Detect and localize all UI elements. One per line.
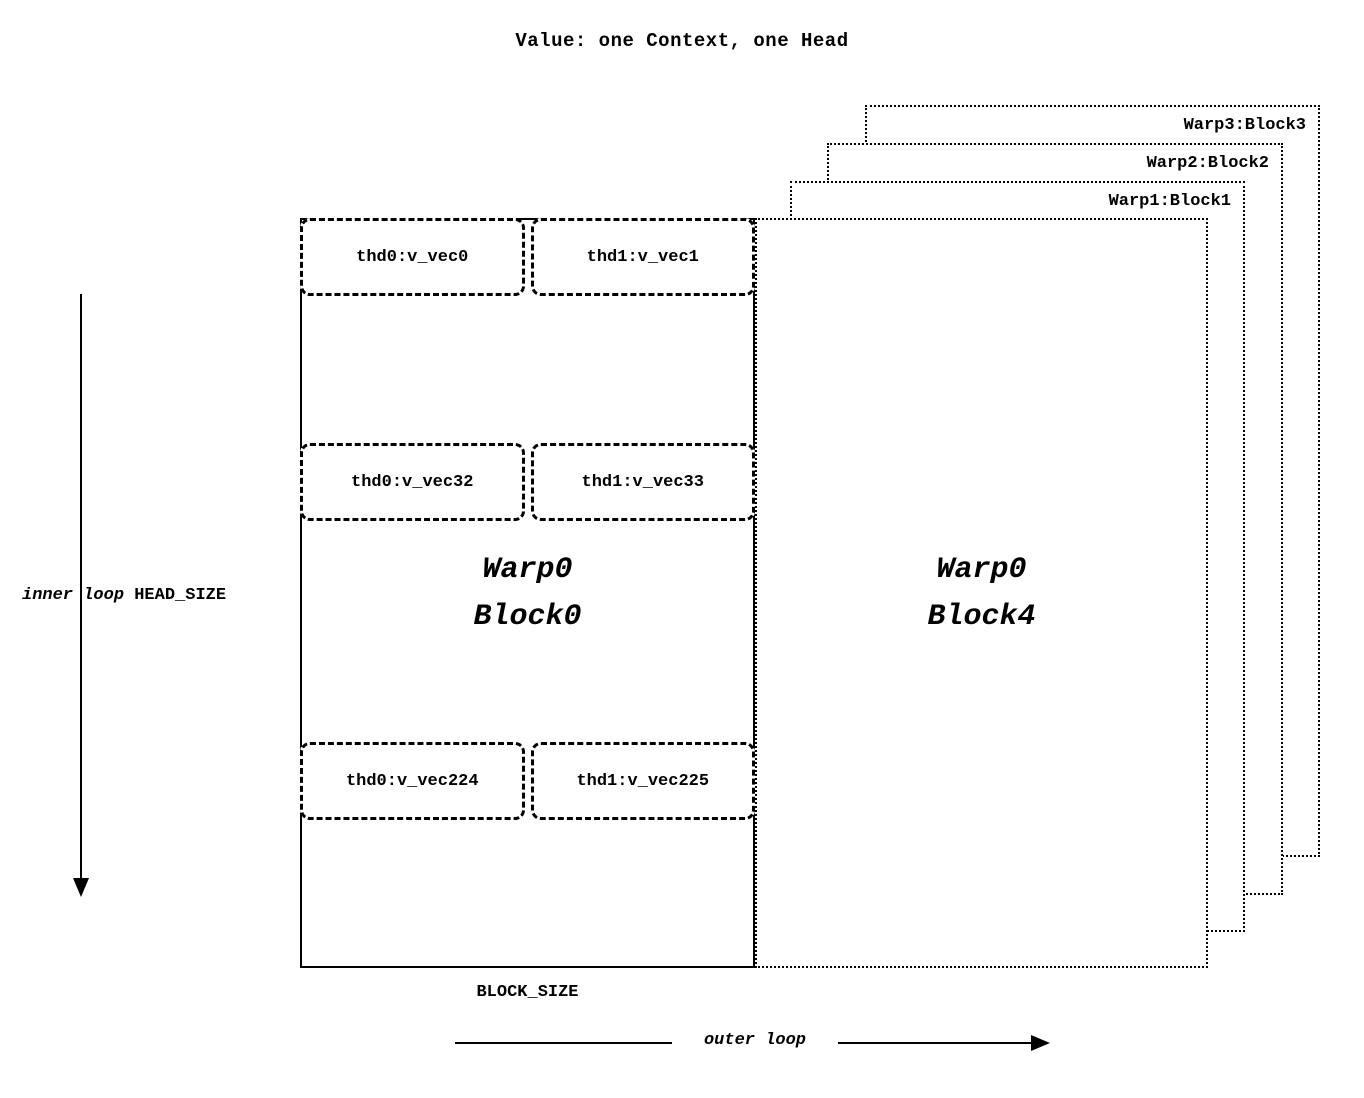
inner-loop-arrow-line bbox=[80, 294, 82, 880]
inner-loop-axis-label: inner loop HEAD_SIZE bbox=[22, 586, 226, 605]
thread-row-0: thd0:v_vec0 thd1:v_vec1 bbox=[300, 218, 755, 296]
block-warp3-block3-label: Warp3:Block3 bbox=[1183, 116, 1306, 135]
inner-loop-arrowhead-icon bbox=[73, 878, 89, 897]
diagram-title: Value: one Context, one Head bbox=[515, 30, 849, 52]
thread-cell-thd1-vvec1: thd1:v_vec1 bbox=[530, 218, 755, 296]
block-warp0-block0-label-line2: Block0 bbox=[473, 600, 582, 634]
block-warp0-block4-label: Warp0 Block4 bbox=[757, 547, 1206, 641]
thread-cell-thd1-vvec225: thd1:v_vec225 bbox=[530, 742, 755, 820]
block-warp1-block1-label: Warp1:Block1 bbox=[1108, 192, 1231, 211]
block-warp0-block0: Warp0 Block0 bbox=[300, 218, 755, 968]
thread-cell-thd0-vvec32: thd0:v_vec32 bbox=[300, 443, 525, 521]
block-warp0-block4-label-line1: Warp0 bbox=[936, 553, 1027, 587]
thread-row-1: thd0:v_vec32 thd1:v_vec33 bbox=[300, 443, 755, 521]
thread-cell-thd0-vvec0: thd0:v_vec0 bbox=[300, 218, 525, 296]
block-warp0-block0-label: Warp0 Block0 bbox=[302, 547, 753, 641]
inner-loop-label: inner loop bbox=[22, 586, 125, 605]
block-warp0-block4-label-line2: Block4 bbox=[927, 600, 1036, 634]
head-size-label: HEAD_SIZE bbox=[134, 586, 227, 605]
block-warp2-block2-label: Warp2:Block2 bbox=[1146, 154, 1269, 173]
outer-loop-label: outer loop bbox=[672, 1031, 838, 1050]
block-warp0-block0-label-line1: Warp0 bbox=[482, 553, 573, 587]
block-size-label: BLOCK_SIZE bbox=[476, 983, 579, 1002]
thread-cell-thd0-vvec224: thd0:v_vec224 bbox=[300, 742, 525, 820]
thread-cell-thd1-vvec33: thd1:v_vec33 bbox=[530, 443, 755, 521]
thread-row-2: thd0:v_vec224 thd1:v_vec225 bbox=[300, 742, 755, 820]
outer-loop-arrowhead-icon bbox=[1031, 1035, 1050, 1051]
block-warp0-block4: Warp0 Block4 bbox=[755, 218, 1208, 968]
